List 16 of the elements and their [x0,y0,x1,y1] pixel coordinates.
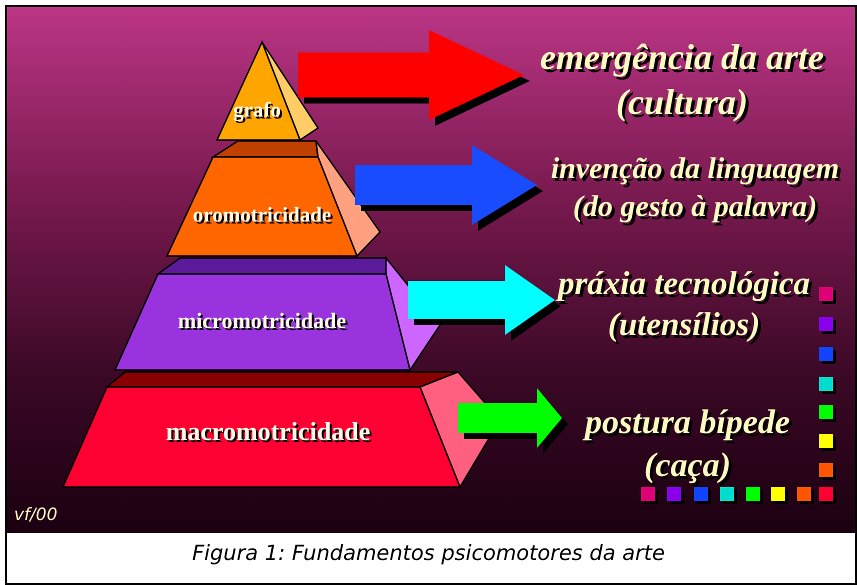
stage-text: invenção da linguagem (do gesto à palavra) [535,150,855,225]
tier-label: macromotricidade [166,417,370,447]
tier-label: oromotricidade [192,202,332,228]
stage-text: práxia tecnológica (utensílios) [553,264,815,346]
block-arrow [298,30,524,120]
stage-text: postura bípede (caça) [560,402,815,487]
tier-label: grafo [233,98,281,122]
block-arrow [355,145,537,225]
version-note: vf/00 [14,505,58,525]
block-arrow [408,265,555,335]
figure-caption: Figura 1: Fundamentos psicomotores da arte [191,541,666,565]
pyramid-tier [167,157,357,256]
block-arrow [458,388,562,448]
pyramid-tier [217,42,300,140]
tier-label: micromotricidade [178,308,346,334]
stage-text: emergência da arte (cultura) [522,35,842,125]
